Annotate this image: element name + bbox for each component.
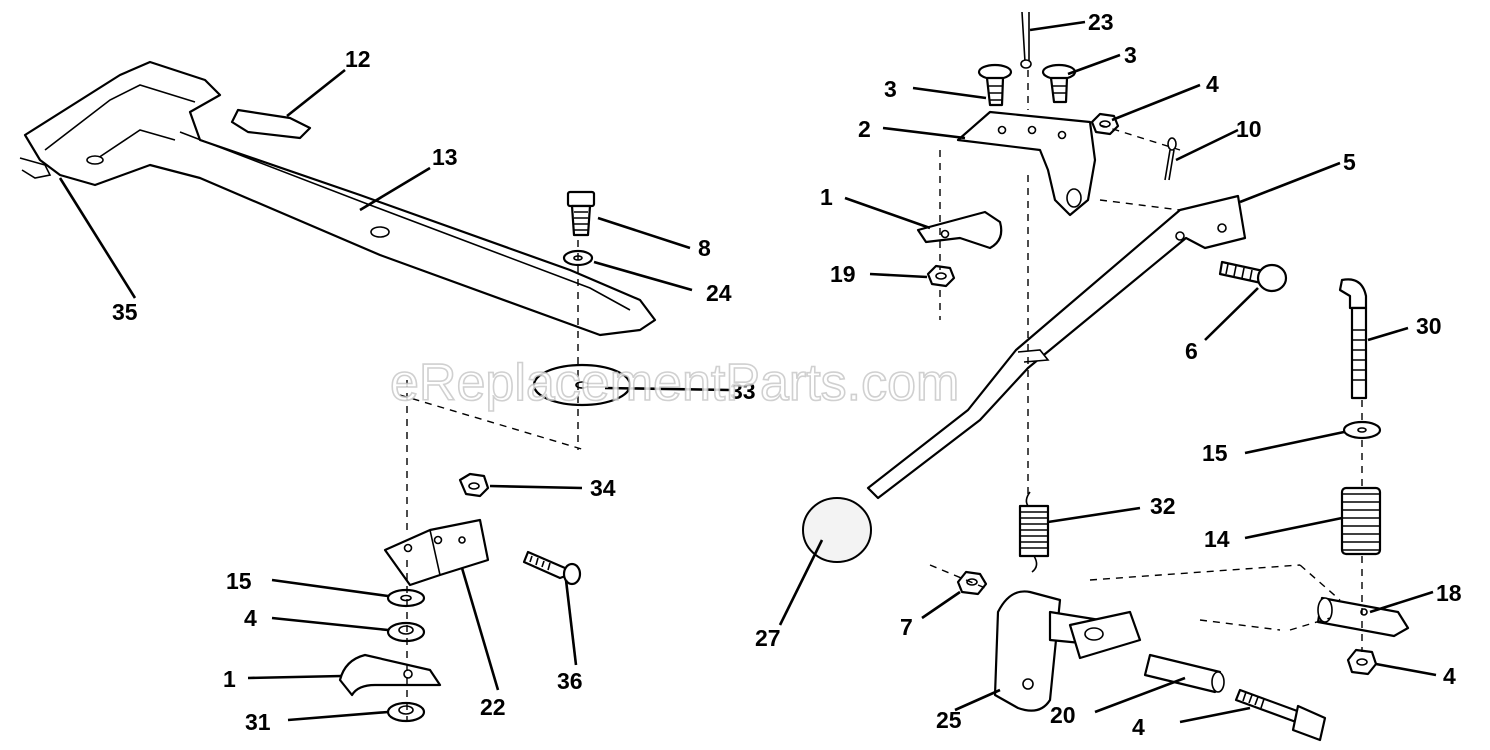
part-3-bolt-b	[1041, 63, 1077, 104]
part-12-grip	[230, 108, 312, 140]
callout-2: 2	[858, 116, 871, 142]
part-35-tip	[19, 157, 52, 179]
part-18-pin	[1316, 596, 1410, 638]
callout-8: 8	[698, 235, 711, 261]
part-36-bolt	[522, 550, 582, 586]
callout-23: 23	[1088, 9, 1114, 35]
part-23-cotter	[1020, 11, 1032, 69]
leader-lines	[58, 20, 1437, 724]
callout-35: 35	[112, 299, 138, 325]
callout-32: 32	[1150, 493, 1176, 519]
callout-27: 27	[755, 625, 781, 651]
watermark-text: eReplacementParts.com	[390, 354, 959, 412]
callout-14: 14	[1204, 526, 1230, 552]
callout-31: 31	[245, 709, 271, 735]
part-30-bolt	[1338, 278, 1368, 400]
part-2-bracket	[956, 110, 1097, 217]
part-6-bolt	[1218, 260, 1288, 293]
part-3-bolt-a	[977, 63, 1013, 107]
callout-10: 10	[1236, 116, 1262, 142]
part-1-clip-left	[338, 653, 442, 697]
callout-6: 6	[1185, 338, 1198, 364]
part-7-pedal	[993, 590, 1142, 712]
part-4-nut-bottom	[1346, 648, 1378, 676]
callout-24: 24	[706, 280, 732, 306]
part-25-shaft	[1143, 653, 1225, 694]
callout-20: 4	[1132, 714, 1145, 740]
callout-18: 18	[1436, 580, 1462, 606]
part-8-bolt	[566, 190, 596, 237]
callout-3-right: 3	[1124, 42, 1137, 68]
callout-4-mid: 7	[900, 614, 913, 640]
callout-labels: 12 13 35 8 24 33 34 15 4 1 31 22 36 23 3…	[112, 9, 1462, 740]
callout-15-left: 15	[226, 568, 252, 594]
part-19-nut	[926, 264, 956, 288]
part-27-knob	[802, 497, 872, 563]
callout-15-right: 15	[1202, 440, 1228, 466]
callout-30: 30	[1416, 313, 1442, 339]
callout-33: 33	[730, 378, 756, 404]
callout-7: 25	[936, 707, 962, 733]
callout-3-left: 3	[884, 76, 897, 102]
part-5-rod	[866, 194, 1247, 500]
part-34-nut	[458, 472, 490, 498]
callout-19: 19	[830, 261, 856, 287]
callout-34: 34	[590, 475, 616, 501]
part-13-lift-lever	[23, 60, 657, 337]
callout-4-top: 4	[1206, 71, 1219, 97]
callout-1-left: 1	[223, 666, 236, 692]
callout-22: 22	[480, 694, 506, 720]
callout-12: 12	[345, 46, 371, 72]
part-31-nut	[386, 701, 426, 723]
callout-36: 36	[557, 668, 583, 694]
part-15-washer-right	[1342, 420, 1382, 440]
part-22-bracket	[383, 518, 490, 587]
callout-5: 5	[1343, 149, 1356, 175]
part-20-bolt	[1234, 688, 1327, 742]
part-10-pin	[1164, 137, 1177, 181]
part-4-nut-left	[386, 621, 426, 643]
part-15-washer-left	[386, 588, 426, 608]
part-4-nut-top	[1090, 112, 1120, 136]
part-33-washer	[532, 363, 632, 407]
callout-1-right: 1	[820, 184, 833, 210]
callout-4-left: 4	[244, 605, 257, 631]
part-14-spring	[1340, 486, 1382, 556]
callout-4-bottom: 4	[1443, 663, 1456, 689]
part-1-clip-right	[916, 210, 1003, 250]
callout-13: 13	[432, 144, 458, 170]
callout-25: 20	[1050, 702, 1076, 728]
part-32-spring	[1018, 491, 1050, 573]
